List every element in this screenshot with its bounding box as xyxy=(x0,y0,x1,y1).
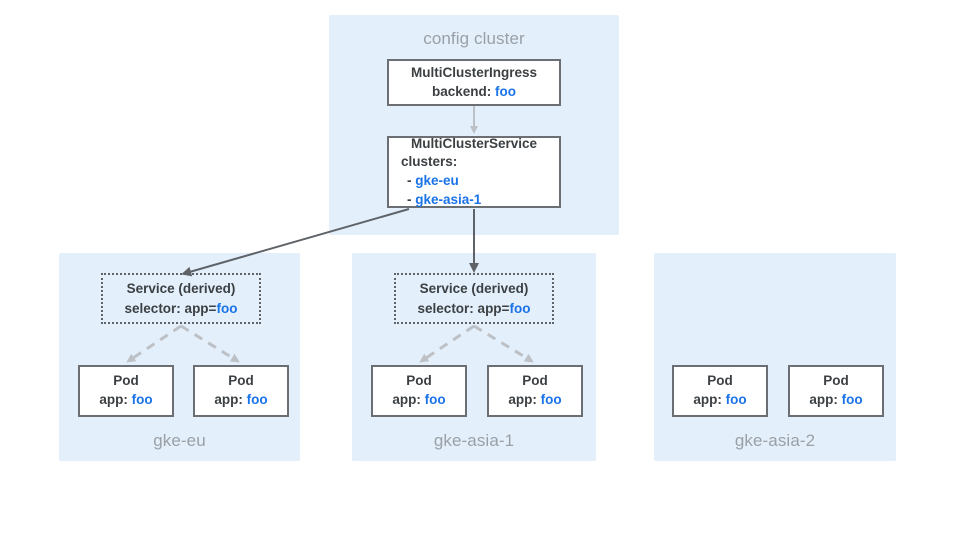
pod-box[interactable]: Pod app: foo xyxy=(487,365,583,417)
multi-cluster-service-box[interactable]: MultiClusterService clusters: - gke-eu -… xyxy=(387,136,561,208)
derived-service-selector-label: selector: app= xyxy=(417,300,510,316)
derived-service-selector-value: foo xyxy=(509,300,531,316)
multi-cluster-service-cluster-item: - gke-eu xyxy=(401,172,559,191)
multi-cluster-service-cluster-item: - gke-asia-1 xyxy=(401,191,559,210)
pod-label-value: foo xyxy=(246,392,268,407)
pod-box[interactable]: Pod app: foo xyxy=(371,365,467,417)
list-dash: - xyxy=(407,191,416,207)
pod-label-row: app: foo xyxy=(508,391,561,410)
multi-cluster-ingress-backend-value: foo xyxy=(495,83,517,99)
derived-service-selector: selector: app=foo xyxy=(418,299,531,319)
multi-cluster-service-kind: MultiClusterService xyxy=(410,135,538,151)
pod-label: app: xyxy=(99,392,132,407)
pod-title: Pod xyxy=(228,373,254,389)
pod-title: Pod xyxy=(406,373,432,389)
pod-label-row: app: foo xyxy=(392,391,445,410)
pod-box[interactable]: Pod app: foo xyxy=(193,365,289,417)
multi-cluster-ingress-box[interactable]: MultiClusterIngress backend: foo xyxy=(387,59,561,106)
pod-label-value: foo xyxy=(841,392,863,407)
pod-box[interactable]: Pod app: foo xyxy=(78,365,174,417)
pod-title: Pod xyxy=(522,373,548,389)
multi-cluster-ingress-backend-label: backend: xyxy=(431,83,496,99)
derived-service-box-gke-eu[interactable]: Service (derived) selector: app=foo xyxy=(101,273,261,324)
pod-box[interactable]: Pod app: foo xyxy=(672,365,768,417)
pod-label-value: foo xyxy=(725,392,747,407)
pod-label: app: xyxy=(392,392,425,407)
cluster-panel-gke-asia-2: gke-asia-2 xyxy=(654,253,896,461)
multi-cluster-ingress-backend: backend: foo xyxy=(432,83,516,102)
pod-box[interactable]: Pod app: foo xyxy=(788,365,884,417)
cluster-panel-gke-asia-1-title: gke-asia-1 xyxy=(433,431,515,450)
pod-label-row: app: foo xyxy=(214,391,267,410)
derived-service-selector-value: foo xyxy=(216,300,238,316)
cluster-panel-gke-eu-title: gke-eu xyxy=(153,431,206,450)
derived-service-selector: selector: app=foo xyxy=(125,299,238,319)
list-dash: - xyxy=(407,173,416,188)
pod-label-value: foo xyxy=(131,392,153,407)
pod-label: app: xyxy=(693,392,726,407)
pod-label: app: xyxy=(508,392,541,407)
pod-label-value: foo xyxy=(540,392,562,407)
pod-title: Pod xyxy=(113,373,139,389)
derived-service-selector-label: selector: app= xyxy=(124,300,217,316)
cluster-name: gke-asia-1 xyxy=(415,191,482,207)
multi-cluster-ingress-kind: MultiClusterIngress xyxy=(410,64,538,80)
pod-label-row: app: foo xyxy=(809,391,862,410)
pod-label-row: app: foo xyxy=(693,391,746,410)
pod-label: app: xyxy=(809,392,842,407)
cluster-name: gke-eu xyxy=(415,173,459,188)
pod-title: Pod xyxy=(707,373,733,389)
cluster-panel-gke-asia-2-title: gke-asia-2 xyxy=(734,431,816,450)
derived-service-title: Service (derived) xyxy=(419,280,529,296)
cluster-panel-config-title: config cluster xyxy=(423,29,525,48)
derived-service-box-gke-asia-1[interactable]: Service (derived) selector: app=foo xyxy=(394,273,554,324)
pod-label: app: xyxy=(214,392,247,407)
derived-service-title: Service (derived) xyxy=(126,280,236,296)
multi-cluster-service-clusters-label: clusters: xyxy=(401,154,458,170)
multi-cluster-service-clusters: clusters: - gke-eu - gke-asia-1 xyxy=(389,153,559,209)
cluster-panel-gke-asia-1: gke-asia-1 xyxy=(352,253,596,461)
pod-title: Pod xyxy=(823,373,849,389)
pod-label-value: foo xyxy=(424,392,446,407)
pod-label-row: app: foo xyxy=(99,391,152,410)
